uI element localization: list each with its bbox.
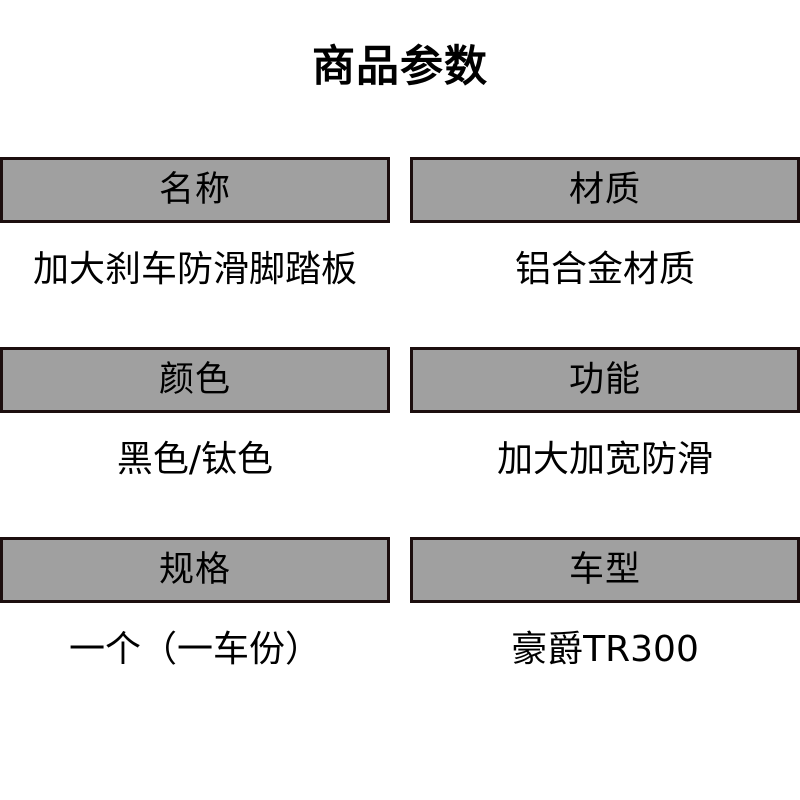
- spec-cell-vehicle-model: 车型 豪爵TR300: [410, 537, 800, 696]
- spec-value-specification: 一个（一车份）: [0, 603, 390, 696]
- spec-value-name: 加大刹车防滑脚踏板: [0, 223, 390, 316]
- spec-value-material: 铝合金材质: [410, 223, 800, 316]
- spec-header-name: 名称: [0, 157, 390, 223]
- spec-header-function: 功能: [410, 347, 800, 413]
- spec-value-text: 黑色/钛色: [116, 438, 274, 480]
- spec-value-text: 加大刹车防滑脚踏板: [32, 248, 357, 290]
- spec-cell-function: 功能 加大加宽防滑: [410, 347, 800, 506]
- spec-header-material: 材质: [410, 157, 800, 223]
- spec-table: 名称 加大刹车防滑脚踏板 材质 铝合金材质 颜色: [0, 157, 800, 727]
- spec-cell-material: 材质 铝合金材质: [410, 157, 800, 316]
- spec-cell-color: 颜色 黑色/钛色: [0, 347, 390, 506]
- spec-header-specification: 规格: [0, 537, 390, 603]
- spec-cell-specification: 规格 一个（一车份）: [0, 537, 390, 696]
- spec-header-vehicle-model: 车型: [410, 537, 800, 603]
- spec-value-text: 铝合金材质: [514, 248, 695, 290]
- spec-cell-name: 名称 加大刹车防滑脚踏板: [0, 157, 390, 316]
- spec-value-function: 加大加宽防滑: [410, 413, 800, 506]
- spec-header-label: 车型: [568, 549, 641, 590]
- spec-header-label: 名称: [158, 169, 231, 210]
- page-title: 商品参数: [312, 42, 488, 92]
- spec-value-color: 黑色/钛色: [0, 413, 390, 506]
- spec-value-text: 加大加宽防滑: [496, 438, 713, 480]
- spec-header-label: 材质: [568, 169, 641, 210]
- spec-header-color: 颜色: [0, 347, 390, 413]
- spec-value-text: 一个（一车份）: [68, 628, 321, 670]
- spec-value-vehicle-model: 豪爵TR300: [410, 603, 800, 696]
- spec-header-label: 颜色: [158, 359, 231, 400]
- spec-header-label: 规格: [158, 549, 231, 590]
- spec-value-text: 豪爵TR300: [511, 628, 699, 670]
- spec-header-label: 功能: [568, 359, 641, 400]
